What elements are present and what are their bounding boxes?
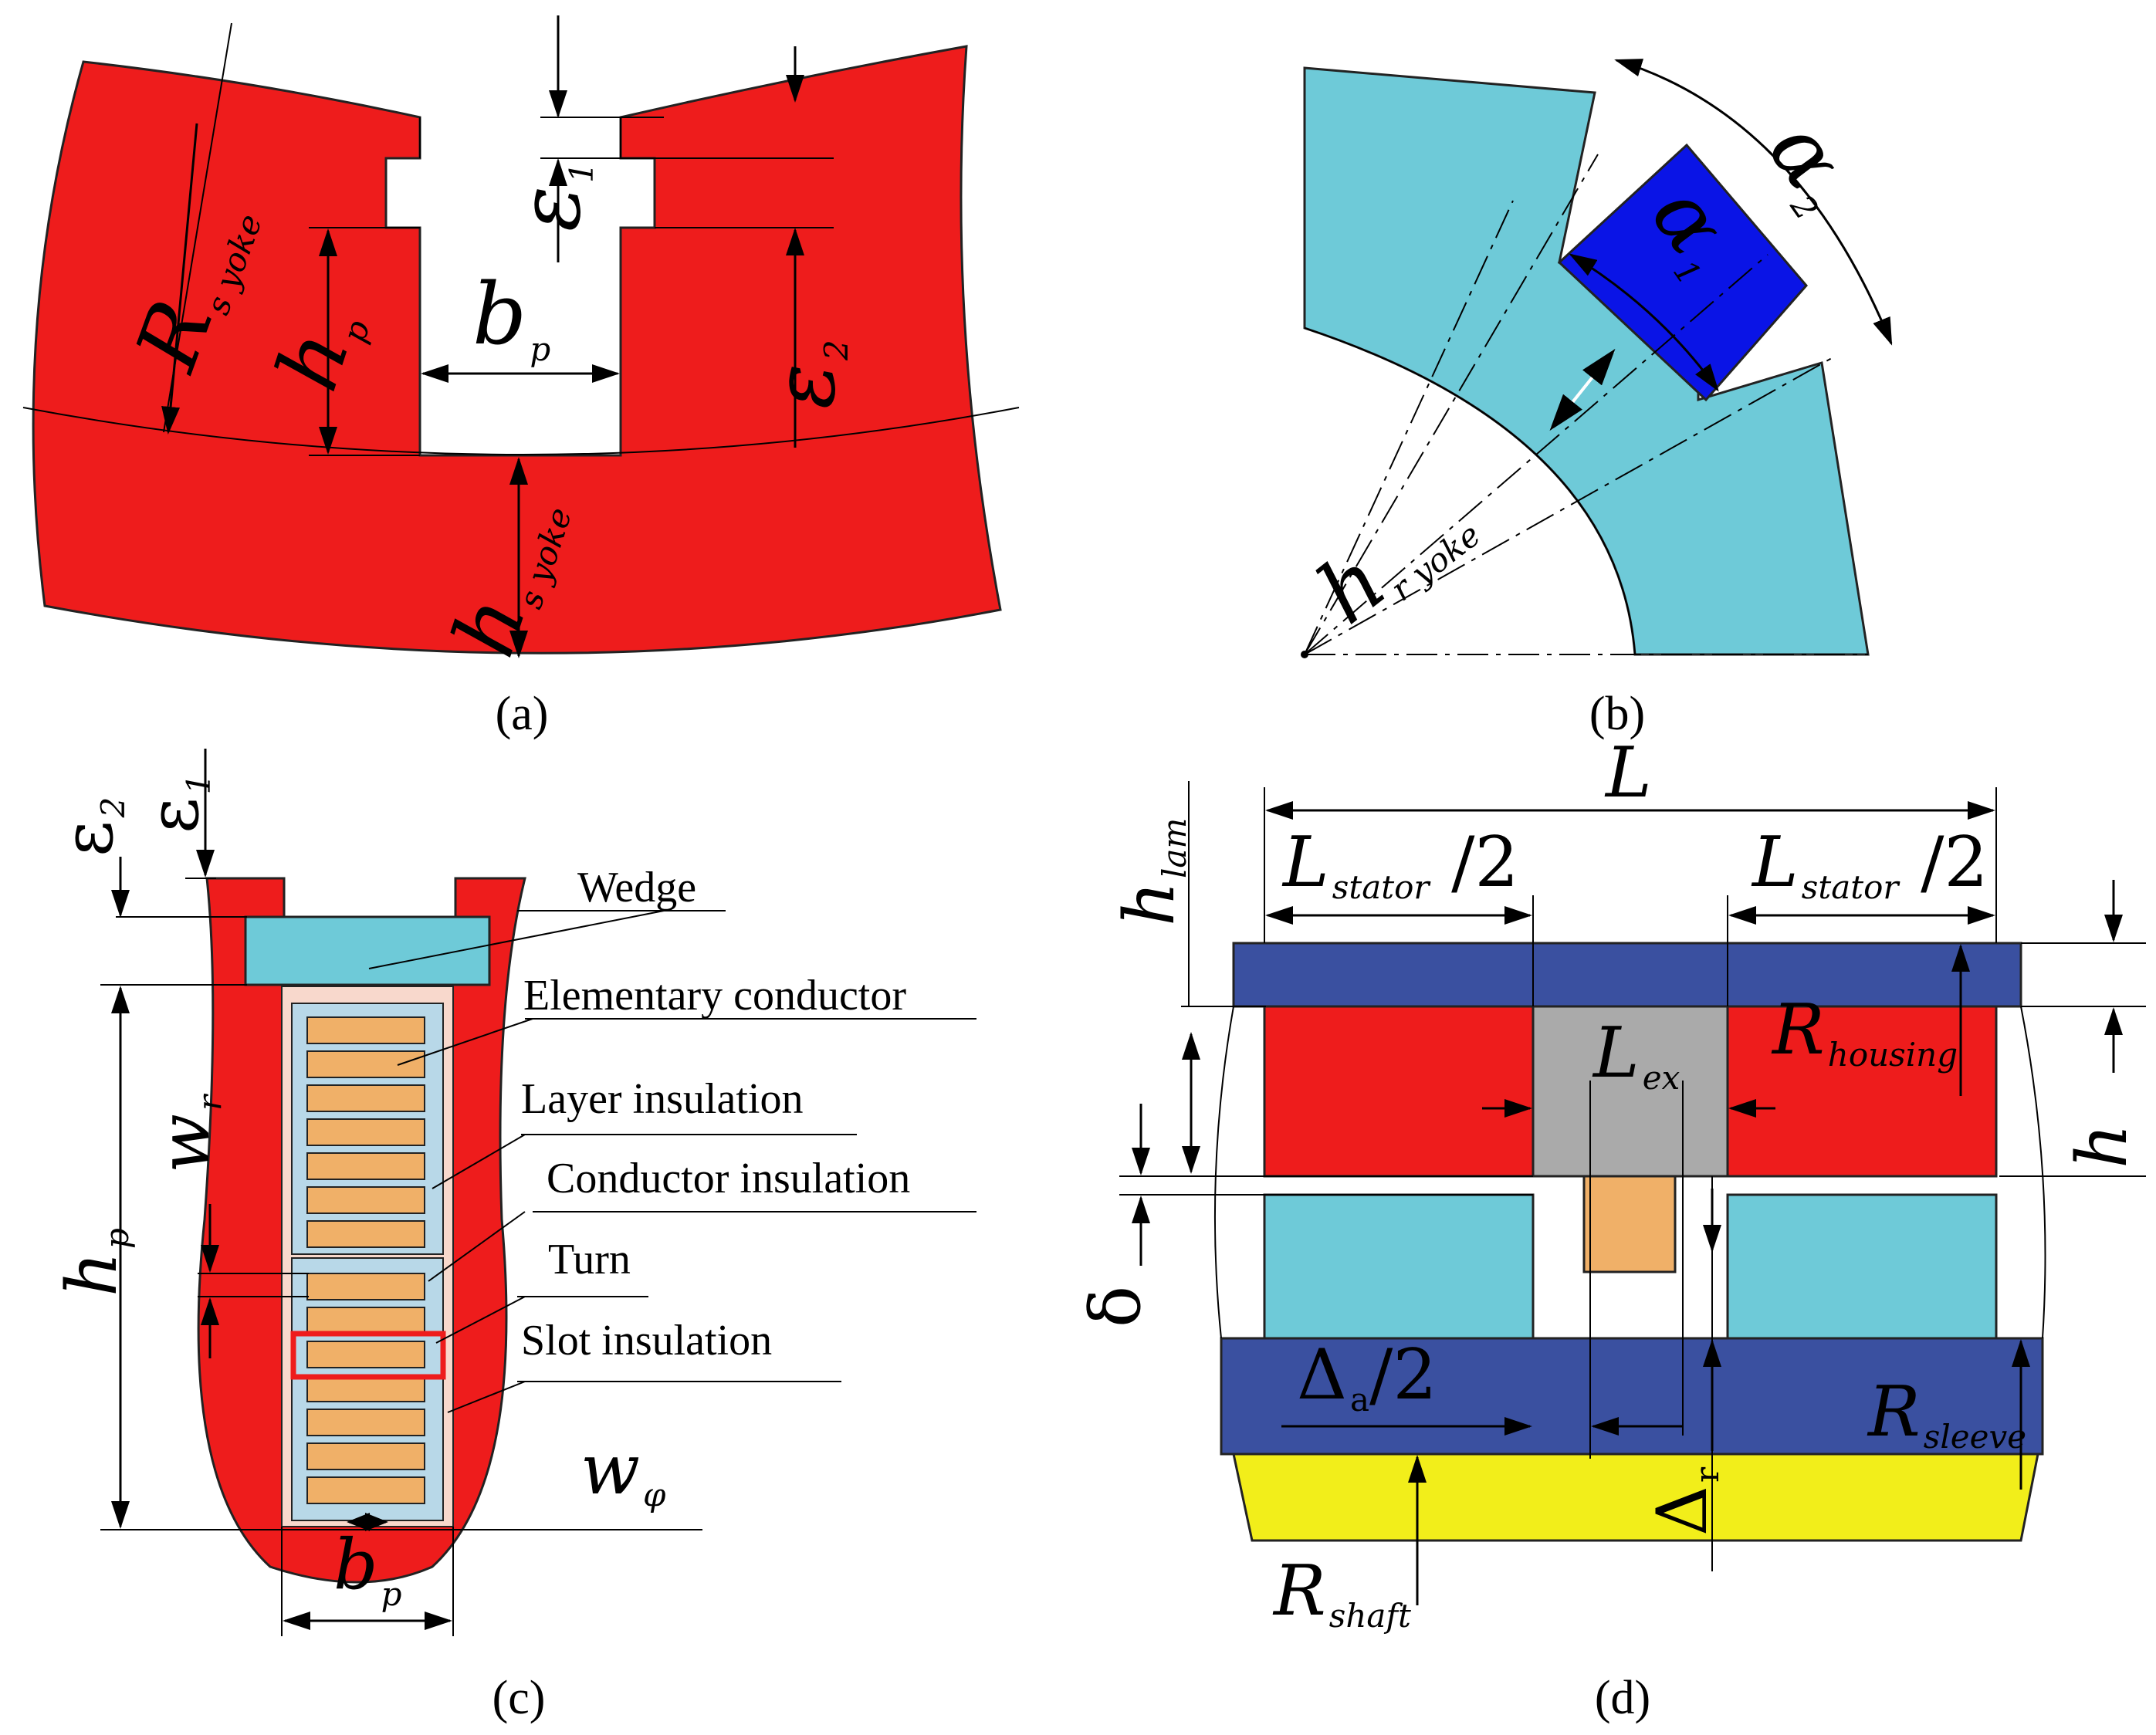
caption-a: (a)	[496, 688, 549, 740]
hp-label-c: hp	[52, 1228, 136, 1297]
conductor-insulation-label: Conductor insulation	[547, 1155, 910, 1202]
panel-a: ε1 ε2 Rs yoke hp bp hs yoke (a)	[22, 15, 1020, 740]
stator-right-d	[1726, 1005, 1998, 1178]
lstator-left-label-d: Lstator /2	[1281, 822, 1519, 906]
layer-insulation-label: Layer insulation	[521, 1075, 803, 1123]
wphi-label-c: wφ	[580, 1429, 666, 1513]
rhousing-label-d: Rhousing	[1771, 989, 1958, 1074]
sleeve-d	[1220, 1337, 2044, 1456]
l-label-d: L	[1604, 732, 1652, 813]
hr-yoke-label-b: hr yoke	[1299, 466, 1488, 644]
turn-label: Turn	[548, 1236, 631, 1283]
panel-d: L hlam Lstator /2 Lstator /2 Lex Rhousin…	[1075, 732, 2146, 1724]
wr-label-c: wr	[144, 1093, 228, 1173]
delta-r-label-d: Δr	[1642, 1466, 1726, 1536]
slot-insulation-label: Slot insulation	[521, 1317, 772, 1365]
rsleeve-label-d: Rsleeve	[1867, 1371, 2026, 1456]
caption-c: (c)	[492, 1672, 546, 1724]
lex-label-d: Lex	[1592, 1013, 1680, 1097]
panel-b: α2 α1 hr yoke (b)	[1299, 59, 1893, 740]
delta-a-label-d: Δa/2	[1297, 1334, 1437, 1419]
delta-label-d: δ	[1075, 1286, 1156, 1327]
bp-label-c: bp	[333, 1524, 402, 1613]
eps2-label-a: ε2	[755, 340, 855, 409]
caption-b: (b)	[1589, 688, 1645, 740]
conductor-stack-c	[306, 1016, 425, 1504]
housing-d	[1232, 942, 2022, 1008]
wedge-c	[244, 915, 491, 986]
wedge-label: Wedge	[577, 864, 696, 911]
eps2-label-c: ε2	[48, 797, 132, 857]
lstator-right-label-d: Lstator /2	[1751, 822, 1988, 906]
alpha2-label-b: α2	[1748, 103, 1877, 227]
hlam-label-d: hlam	[1109, 818, 1193, 926]
rotor-left-d	[1263, 1193, 1535, 1340]
caption-d: (d)	[1595, 1672, 1650, 1724]
stator-left-d	[1263, 1005, 1535, 1178]
elementary-conductor-label: Elementary conductor	[523, 972, 906, 1020]
stator-lamination-a	[32, 45, 1002, 654]
bp-label-a: bp	[472, 265, 550, 368]
rshaft-label-d: Rshaft	[1272, 1551, 1411, 1635]
h-label-d: h	[2062, 1124, 2143, 1169]
eps1-label-c: ε1	[134, 774, 218, 834]
eps1-label-a: ε1	[500, 162, 601, 232]
excitation-coil-d	[1582, 1175, 1677, 1273]
turn-highlight-c	[290, 1331, 446, 1380]
excitation-core-d	[1532, 1005, 1729, 1178]
shaft-d	[1232, 1453, 2039, 1542]
rotor-right-d	[1726, 1193, 1998, 1340]
panel-c: ε2 ε1 Wedge Elementary conductor Layer i…	[48, 749, 976, 1724]
